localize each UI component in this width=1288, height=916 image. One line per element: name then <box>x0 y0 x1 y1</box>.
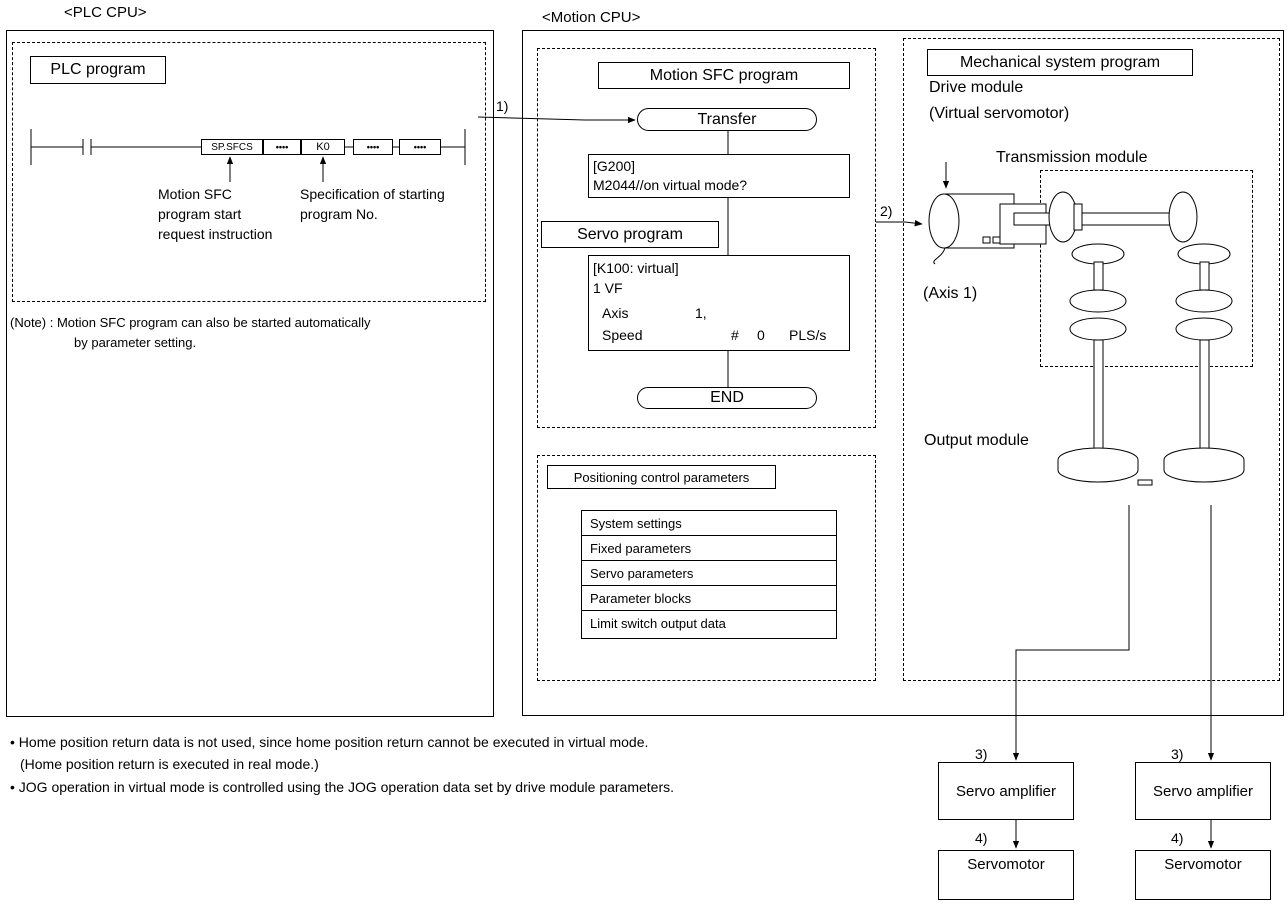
transmission-area <box>1040 170 1253 367</box>
servo-amplifier-right: Servo amplifier <box>1135 762 1271 820</box>
speed-key: Speed <box>602 327 643 343</box>
transmission-module-label: Transmission module <box>996 149 1148 166</box>
virtual-servomotor-label: (Virtual servomotor) <box>929 105 1070 122</box>
plc-program-area <box>12 42 486 302</box>
param-system-settings: System settings <box>582 511 836 536</box>
instr-k0: K0 <box>301 139 345 155</box>
k100-step <box>588 255 850 351</box>
mechanical-label: Mechanical system program <box>927 49 1193 76</box>
servo-program-label: Servo program <box>541 221 719 248</box>
step-2-arrow <box>876 219 923 227</box>
transmission-shaft-icon <box>1013 191 1198 243</box>
param-blocks: Parameter blocks <box>582 586 836 611</box>
plc-cpu-heading: <PLC CPU> <box>64 4 147 21</box>
plc-footnote-2: by parameter setting. <box>74 335 197 350</box>
axis-1-label: (Axis 1) <box>923 285 978 302</box>
step-4-left-label: 4) <box>975 830 988 846</box>
plc-footnote-1: (Note) : Motion SFC program can also be … <box>10 315 371 330</box>
motion-cpu-heading: <Motion CPU> <box>542 9 641 26</box>
right-gear-train-icon <box>1163 243 1245 483</box>
step-3-right-label: 3) <box>1171 746 1184 762</box>
note-home-position: • Home position return data is not used,… <box>10 734 649 750</box>
step-1-arrow <box>477 116 636 124</box>
param-servo: Servo parameters <box>582 561 836 586</box>
servomotor-right: Servomotor <box>1135 850 1271 900</box>
servomotor-left: Servomotor <box>938 850 1074 900</box>
transfer-step: Transfer <box>637 108 817 131</box>
step-3-left-label: 3) <box>975 746 988 762</box>
start-note-1: Motion SFC <box>158 186 232 202</box>
parameter-table: System settings Fixed parameters Servo p… <box>581 510 837 639</box>
axis-key: Axis <box>602 305 629 321</box>
spec-note-1: Specification of starting <box>300 186 445 202</box>
end-step: END <box>637 387 817 409</box>
start-note-2: program start <box>158 206 242 222</box>
instr-dots-3: •••• <box>399 139 441 155</box>
output-module-label: Output module <box>924 432 1029 449</box>
step-3-left-arrow <box>1012 505 1130 761</box>
step-4-right-label: 4) <box>1171 830 1184 846</box>
param-fixed: Fixed parameters <box>582 536 836 561</box>
servo-amplifier-left: Servo amplifier <box>938 762 1074 820</box>
instr-dots-2: •••• <box>353 139 393 155</box>
note-jog: • JOG operation in virtual mode is contr… <box>10 779 675 795</box>
mechanical-area <box>903 38 1280 681</box>
virtual-servomotor-icon <box>928 193 1047 265</box>
spec-note-2: program No. <box>300 206 378 222</box>
g200-transition <box>588 154 850 198</box>
instr-dots-1: •••• <box>263 139 301 155</box>
left-gear-train-icon <box>1057 243 1153 486</box>
speed-hash: # <box>731 327 739 343</box>
instr-sp-sfcs: SP.SFCS <box>201 139 263 155</box>
positioning-label: Positioning control parameters <box>547 465 776 489</box>
positioning-area <box>537 455 876 681</box>
g200-label: [G200] <box>593 158 636 174</box>
sfc-program-label: Motion SFC program <box>598 62 850 89</box>
drive-module-label: Drive module <box>929 79 1024 96</box>
axis-value: 1, <box>695 305 707 321</box>
k100-vf: 1 VF <box>593 280 623 296</box>
speed-value: 0 <box>757 327 765 343</box>
param-limit-switch: Limit switch output data <box>590 616 726 631</box>
start-note-3: request instruction <box>158 226 273 242</box>
step-2-label: 2) <box>880 203 893 219</box>
speed-unit: PLS/s <box>789 327 827 343</box>
g200-condition: M2044//on virtual mode? <box>593 177 748 193</box>
step-1-label: 1) <box>496 98 509 114</box>
note-real-mode: (Home position return is executed in rea… <box>20 756 319 772</box>
plc-program-label: PLC program <box>30 56 166 84</box>
sfc-area <box>537 48 876 428</box>
k100-label: [K100: virtual] <box>593 260 679 276</box>
